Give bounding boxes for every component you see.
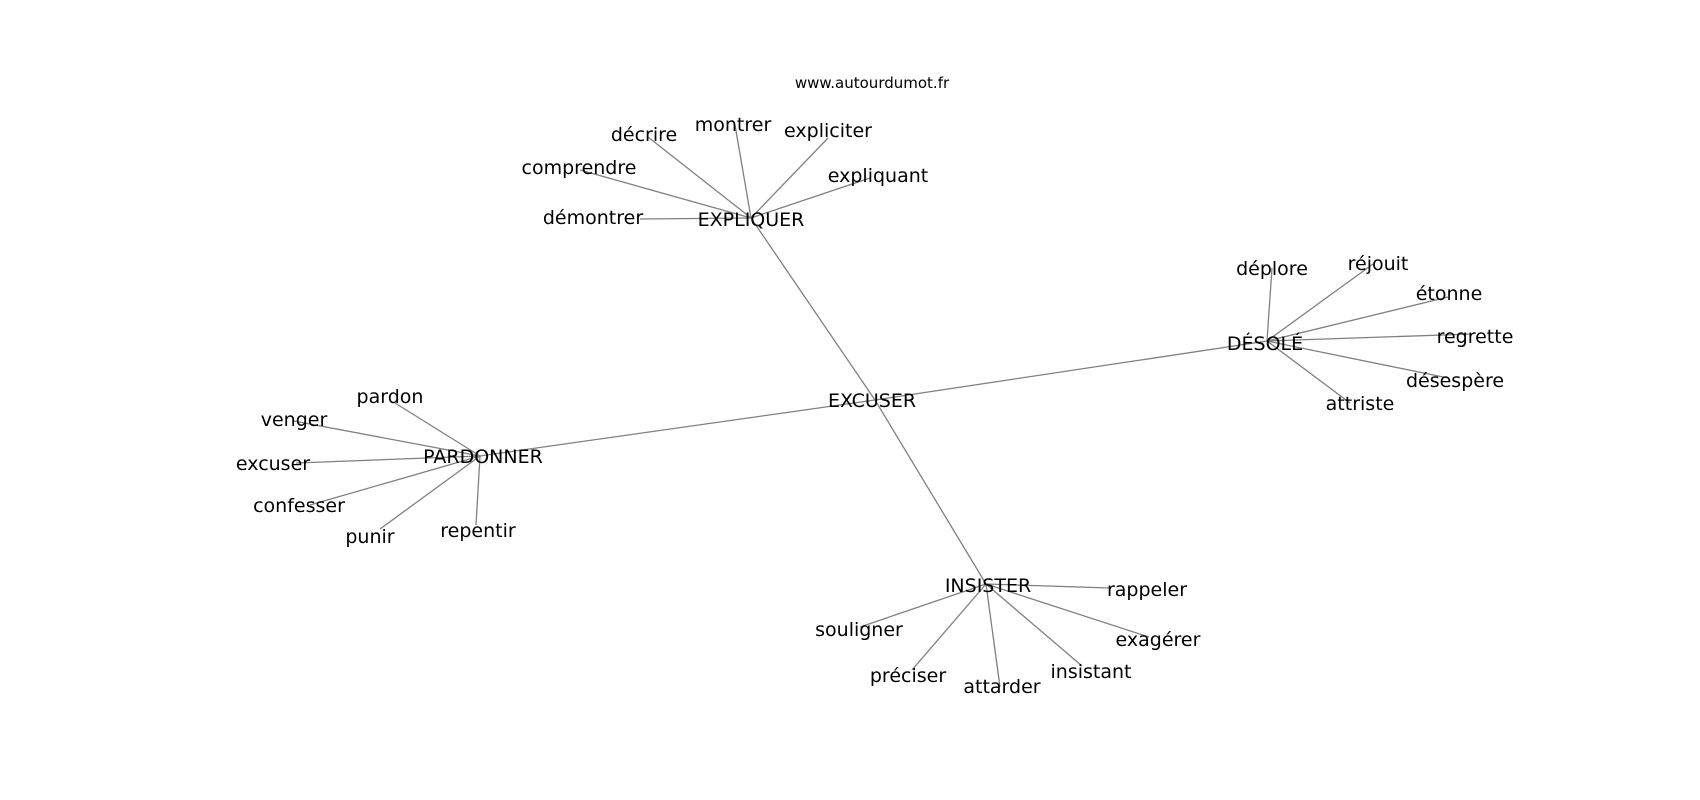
node-leaf-etonne[interactable]: étonne <box>1416 283 1483 305</box>
edge-insister-rappeler <box>985 583 1111 589</box>
node-leaf-pardon[interactable]: pardon <box>357 386 424 408</box>
edge-center-expliquer <box>750 217 876 401</box>
node-leaf-attarder[interactable]: attarder <box>963 676 1040 698</box>
graph-edges <box>293 124 1473 688</box>
node-leaf-souligner[interactable]: souligner <box>815 619 903 641</box>
node-leaf-comprendre[interactable]: comprendre <box>522 157 637 179</box>
edge-expliquer-demontrer <box>639 217 752 220</box>
edge-pardonner-excuser <box>295 455 481 464</box>
node-leaf-demontrer[interactable]: démontrer <box>543 207 643 229</box>
edge-pardonner-punir <box>379 455 481 530</box>
edge-desole-rejouit <box>1266 263 1374 342</box>
node-leaf-decrire[interactable]: décrire <box>611 124 677 146</box>
edge-expliquer-montrer <box>734 124 752 219</box>
edge-pardonner-pardon <box>394 402 481 457</box>
edge-desole-etonne <box>1266 296 1449 342</box>
node-leaf-expliquant[interactable]: expliquant <box>828 165 928 187</box>
edge-desole-attriste <box>1266 340 1351 404</box>
edge-desole-desespere <box>1266 340 1449 379</box>
edge-expliquer-decrire <box>647 136 752 219</box>
edge-pardonner-repentir <box>475 455 481 526</box>
graph-labels: www.autourdumot.fr EXCUSER EXPLIQUER décri… <box>236 74 1513 698</box>
edge-insister-exagerer <box>985 583 1150 638</box>
watermark[interactable]: www.autourdumot.fr <box>795 74 950 92</box>
node-leaf-exagerer[interactable]: exagérer <box>1116 629 1201 651</box>
edge-pardonner-confesser <box>309 455 481 506</box>
node-leaf-expliciter[interactable]: expliciter <box>784 120 872 142</box>
edge-expliquer-expliciter <box>750 137 829 219</box>
node-hub-pardonner[interactable]: PARDONNER <box>423 446 543 468</box>
edge-insister-souligner <box>859 583 987 628</box>
edge-center-desole <box>874 340 1268 401</box>
node-leaf-repentir[interactable]: repentir <box>440 520 516 542</box>
node-hub-expliquer[interactable]: EXPLIQUER <box>698 209 805 231</box>
edge-expliquer-expliquant <box>750 177 871 219</box>
node-leaf-preciser[interactable]: préciser <box>870 665 946 687</box>
node-leaf-regrette[interactable]: regrette <box>1437 326 1514 348</box>
node-leaf-insistant[interactable]: insistant <box>1051 661 1132 683</box>
node-center-excuser[interactable]: EXCUSER <box>828 390 916 412</box>
node-leaf-attriste[interactable]: attriste <box>1326 393 1395 415</box>
edge-center-insister <box>874 399 987 585</box>
node-leaf-excuser[interactable]: excuser <box>236 453 310 475</box>
node-leaf-rejouit[interactable]: réjouit <box>1348 253 1409 275</box>
node-hub-insister[interactable]: INSISTER <box>945 575 1031 597</box>
node-leaf-rappeler[interactable]: rappeler <box>1107 579 1187 601</box>
node-hub-desole[interactable]: DÉSOLÉ <box>1227 332 1303 355</box>
node-leaf-montrer[interactable]: montrer <box>695 114 772 136</box>
node-leaf-desespere[interactable]: désespère <box>1406 370 1504 392</box>
edge-center-pardonner <box>479 399 876 457</box>
edge-insister-attarder <box>985 583 1001 688</box>
node-leaf-punir[interactable]: punir <box>345 526 394 548</box>
node-leaf-confesser[interactable]: confesser <box>253 495 345 517</box>
edge-desole-deplore <box>1266 267 1273 342</box>
node-leaf-venger[interactable]: venger <box>261 409 328 431</box>
edge-insister-preciser <box>911 583 987 671</box>
node-leaf-deplore[interactable]: déplore <box>1236 258 1308 280</box>
edge-desole-regrette <box>1266 333 1473 342</box>
edge-pardonner-venger <box>293 420 481 457</box>
edge-expliquer-comprendre <box>579 169 752 219</box>
edge-insister-insistant <box>985 583 1083 667</box>
